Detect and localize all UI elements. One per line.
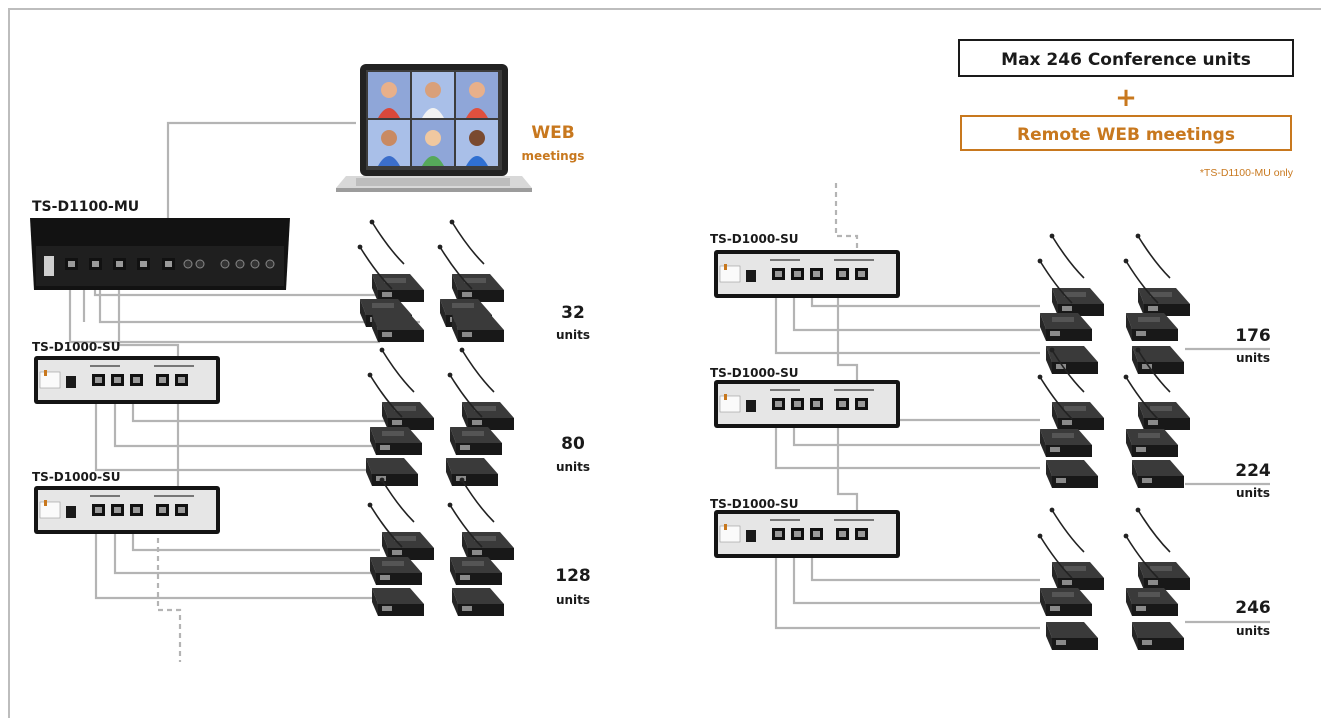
cables-right [774,278,1270,630]
count-right-2-units: units [1236,486,1270,500]
plus-sign: + [1115,83,1137,113]
count-right-1-units: units [1236,351,1270,365]
count-left-1-units: units [556,328,590,342]
count-right-2: 224 [1235,461,1271,481]
web-subtitle: meetings [522,149,585,163]
sub-unit-left-1 [34,356,220,404]
count-left-2: 80 [561,434,585,454]
sub-unit-right-1 [714,250,900,298]
count-left-1: 32 [561,303,585,323]
remote-web-box [960,115,1292,151]
cables-right-dashed [834,183,859,252]
sub-unit-right-1-label: TS-D1000-SU [710,232,799,246]
conference-units-right [1036,232,1191,650]
remote-web-label: Remote WEB meetings [1017,125,1235,145]
count-left-3: 128 [555,566,591,586]
model-note: *TS-D1100-MU only [1200,167,1294,179]
frame-border [8,8,1321,718]
max-units-box [958,39,1294,77]
main-unit-device [30,218,290,290]
sub-unit-right-2 [714,380,900,428]
count-right-3: 246 [1235,598,1271,618]
sub-unit-right-2-label: TS-D1000-SU [710,366,799,380]
conference-units-left [356,218,515,616]
main-unit-label: TS-D1100-MU [32,199,139,215]
sub-unit-left-2 [34,486,220,534]
video-participants-icon [378,82,488,166]
count-left-3-units: units [556,593,590,607]
sub-unit-right-3-label: TS-D1000-SU [710,497,799,511]
max-units-label: Max 246 Conference units [1001,50,1251,70]
sub-unit-left-1-label: TS-D1000-SU [32,340,121,354]
count-right-1: 176 [1235,326,1271,346]
count-right-3-units: units [1236,624,1270,638]
web-title: WEB [531,123,574,143]
sub-unit-right-3 [714,510,900,558]
count-left-2-units: units [556,460,590,474]
cables-left-dashed [156,520,182,662]
laptop [336,64,532,192]
sub-unit-left-2-label: TS-D1000-SU [32,470,121,484]
